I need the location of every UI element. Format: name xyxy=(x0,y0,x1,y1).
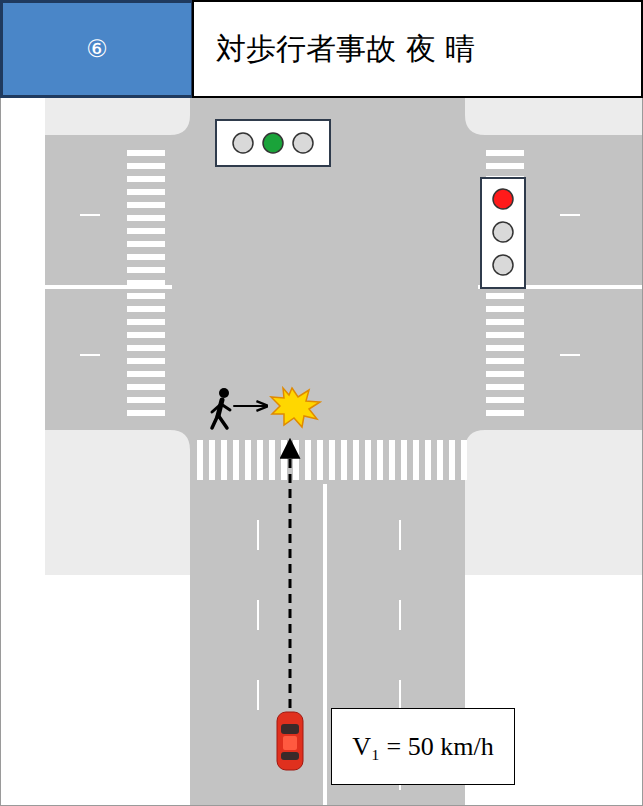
traffic-signal xyxy=(481,178,525,288)
node-label: V₁ = 50 km/h xyxy=(352,732,493,762)
case-number-box: ⑥ xyxy=(0,0,194,98)
road xyxy=(45,97,643,575)
crosswalk xyxy=(127,150,524,480)
impact-burst xyxy=(271,388,320,427)
title-box: 対歩行者事故 夜 晴 xyxy=(192,0,643,98)
car xyxy=(277,712,303,770)
sidewalk xyxy=(465,97,643,135)
sidewalk xyxy=(45,430,190,575)
node-label: 対歩行者事故 夜 晴 xyxy=(216,29,475,70)
node-label: ⑥ xyxy=(86,35,108,63)
lane-markings xyxy=(45,215,643,806)
pedestrian xyxy=(212,388,266,428)
vehicle-path xyxy=(289,442,292,708)
speed-box: V₁ = 50 km/h xyxy=(331,708,515,785)
sidewalk xyxy=(465,430,643,575)
sidewalk xyxy=(45,97,190,135)
traffic-signal xyxy=(216,120,330,166)
